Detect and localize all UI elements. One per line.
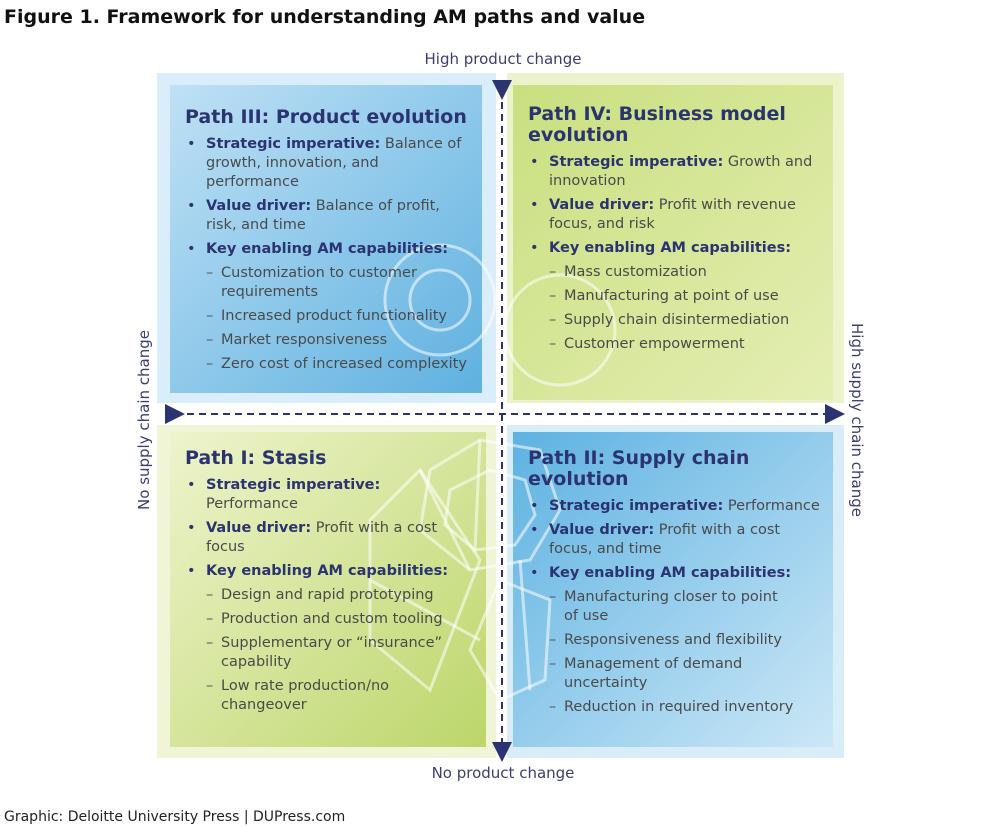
capability-item: Low rate production/no changeover	[185, 677, 441, 715]
credit-line: Graphic: Deloitte University Press | DUP…	[4, 809, 346, 825]
capabilities-heading: Key enabling AM capabilities:	[528, 239, 823, 258]
capability-item: Responsiveness and flexibility	[528, 631, 823, 650]
quadrant-path-iii: Path III: Product evolution Strategic im…	[185, 107, 470, 379]
axis-bottom-label: No product change	[431, 764, 575, 782]
capability-item: Mass customization	[528, 263, 823, 282]
quadrant-path-ii: Path II: Supply chain evolution Strategi…	[528, 448, 823, 722]
value-driver: Value driver: Profit with a cost focus, …	[528, 521, 799, 559]
quadrant-title: Path II: Supply chain evolution	[528, 447, 750, 490]
strategic-imperative: Strategic imperative: Performance	[528, 497, 823, 516]
capabilities-heading: Key enabling AM capabilities:	[185, 240, 470, 259]
capability-item: Management of demand uncertainty	[528, 655, 784, 693]
capabilities-heading: Key enabling AM capabilities:	[185, 562, 475, 581]
capability-item: Customer empowerment	[528, 335, 823, 354]
quadrant-title: Path I: Stasis	[185, 447, 327, 469]
quadrant-title: Path III: Product evolution	[185, 106, 467, 128]
strategic-imperative: Strategic imperative: Balance of growth,…	[185, 135, 470, 192]
value-driver: Value driver: Balance of profit, risk, a…	[185, 197, 470, 235]
capabilities-heading: Key enabling AM capabilities:	[528, 564, 823, 583]
capability-item: Increased product functionality	[185, 307, 470, 326]
quadrant-path-i: Path I: Stasis Strategic imperative: Per…	[185, 448, 475, 720]
quadrant-title: Path IV: Business model evolution	[528, 103, 786, 146]
capability-item: Manufacturing closer to point of use	[528, 588, 794, 626]
capability-item: Design and rapid prototyping	[185, 586, 475, 605]
axis-left-label: No supply chain change	[135, 330, 153, 510]
capability-item: Supply chain disintermediation	[528, 311, 823, 330]
value-driver: Value driver: Profit with revenue focus,…	[528, 196, 823, 234]
axis-right-label: High supply chain change	[848, 322, 866, 518]
quadrant-path-iv: Path IV: Business model evolution Strate…	[528, 104, 823, 359]
strategic-imperative: Strategic imperative: Growth and innovat…	[528, 153, 823, 191]
capability-item: Reduction in required inventory	[528, 698, 823, 717]
capability-item: Production and custom tooling	[185, 610, 475, 629]
capability-item: Market responsiveness	[185, 331, 470, 350]
capability-item: Supplementary or “insurance” capability	[185, 634, 456, 672]
capability-item: Customization to customer requirements	[185, 264, 470, 302]
capability-item: Zero cost of increased complexity	[185, 355, 470, 374]
axis-top-label: High product change	[424, 50, 582, 68]
figure-title: Figure 1. Framework for understanding AM…	[4, 6, 646, 28]
capability-item: Manufacturing at point of use	[528, 287, 823, 306]
strategic-imperative: Strategic imperative: Performance	[185, 476, 475, 514]
value-driver: Value driver: Profit with a cost focus	[185, 519, 441, 557]
